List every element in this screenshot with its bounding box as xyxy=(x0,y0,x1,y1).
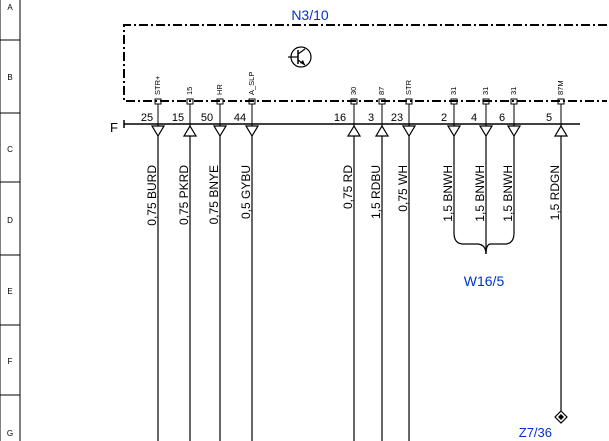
pin-signal-label: 15 xyxy=(185,87,194,95)
output-arrow-icon xyxy=(244,125,260,138)
pin-1: 15 15 0,75 PKRD xyxy=(172,87,198,441)
pin-number: 2 xyxy=(441,112,447,124)
pin-0: STR+ 25 0,75 BURD xyxy=(141,75,166,441)
row-label-a: A xyxy=(7,3,13,12)
pin-7: 31 2 1,5 BNWH xyxy=(441,87,462,233)
input-arrow-icon xyxy=(346,124,362,137)
pin-number: 6 xyxy=(499,112,505,124)
pin-5: 87 3 1,5 RDBU xyxy=(368,87,390,441)
connector-row-label: F xyxy=(110,120,118,135)
wire-spec-label: 0,5 GYBU xyxy=(239,165,253,219)
pin-signal-label: 31 xyxy=(481,87,490,95)
splice-connector: Z7/36 xyxy=(519,410,568,440)
row-label-c: C xyxy=(7,145,13,154)
row-label-b: B xyxy=(7,73,12,82)
pin-2: HR 50 0,75 BNYE xyxy=(201,84,228,441)
transistor-icon xyxy=(288,46,312,68)
junction: W16/5 xyxy=(453,232,515,289)
wire-spec-label: 1,5 RDGN xyxy=(548,165,562,220)
row-label-g: G xyxy=(7,429,13,438)
row-ruler: A B C D E F G xyxy=(0,0,21,441)
pin-signal-label: 87 xyxy=(377,87,386,95)
wire-spec-label: 1,5 RDBU xyxy=(369,165,383,219)
output-arrow-icon xyxy=(212,125,228,138)
output-arrow-icon xyxy=(401,125,417,138)
wire-spec-label: 0,75 PKRD xyxy=(177,165,191,225)
pin-signal-label: STR+ xyxy=(153,75,162,95)
input-arrow-icon xyxy=(182,124,198,137)
pin-8: 31 4 1,5 BNWH xyxy=(471,87,494,233)
pin-10: 87M 5 1,5 RDGN xyxy=(546,80,569,411)
module-name: N3/10 xyxy=(291,7,329,23)
pin-number: 4 xyxy=(471,112,477,124)
pin-signal-label: 31 xyxy=(509,87,518,95)
wire-spec-label: 0,75 BURD xyxy=(145,165,159,226)
wire-spec-label: 1,5 BNWH xyxy=(473,165,487,222)
output-arrow-icon xyxy=(506,125,522,138)
pin-number: 25 xyxy=(141,112,153,124)
pin-number: 44 xyxy=(234,112,246,124)
pin-number: 5 xyxy=(546,112,552,124)
wire-spec-label: 0,75 BNYE xyxy=(207,165,221,224)
splice-connector-label: Z7/36 xyxy=(519,425,552,440)
module-box: N3/10 xyxy=(123,7,607,102)
pin-number: 50 xyxy=(201,112,213,124)
connector-bar: F xyxy=(110,120,580,135)
pin-number: 15 xyxy=(172,112,184,124)
pin-number: 16 xyxy=(334,112,346,124)
pin-4: 30 16 0,75 RD xyxy=(334,87,362,441)
pin-9: 31 6 1,5 BNWH xyxy=(499,87,522,233)
output-arrow-icon xyxy=(150,125,166,138)
pin-signal-label: 87M xyxy=(556,80,565,95)
wire-spec-label: 0,75 RD xyxy=(341,165,355,209)
pin-signal-label: 30 xyxy=(349,87,358,95)
input-arrow-icon xyxy=(374,124,390,137)
wire-spec-label: 1,5 BNWH xyxy=(501,165,515,222)
pin-6: STR 23 0,75 WH xyxy=(391,79,417,441)
pin-signal-label: STR xyxy=(404,79,413,95)
pin-number: 23 xyxy=(391,112,403,124)
output-arrow-icon xyxy=(478,125,494,138)
row-label-e: E xyxy=(7,287,12,296)
wire-spec-label: 0,75 WH xyxy=(396,165,410,212)
input-arrow-icon xyxy=(553,124,569,137)
output-arrow-icon xyxy=(446,125,462,138)
pin-signal-label: 31 xyxy=(449,87,458,95)
wire-spec-label: 1,5 BNWH xyxy=(441,165,455,222)
pin-signal-label: A_SLP xyxy=(247,72,256,95)
junction-label: W16/5 xyxy=(464,273,505,289)
row-label-f: F xyxy=(8,357,13,366)
pin-signal-label: HR xyxy=(215,84,224,95)
row-label-d: D xyxy=(7,216,13,225)
pin-3: A_SLP 44 0,5 GYBU xyxy=(234,72,260,441)
pin-number: 3 xyxy=(368,112,374,124)
